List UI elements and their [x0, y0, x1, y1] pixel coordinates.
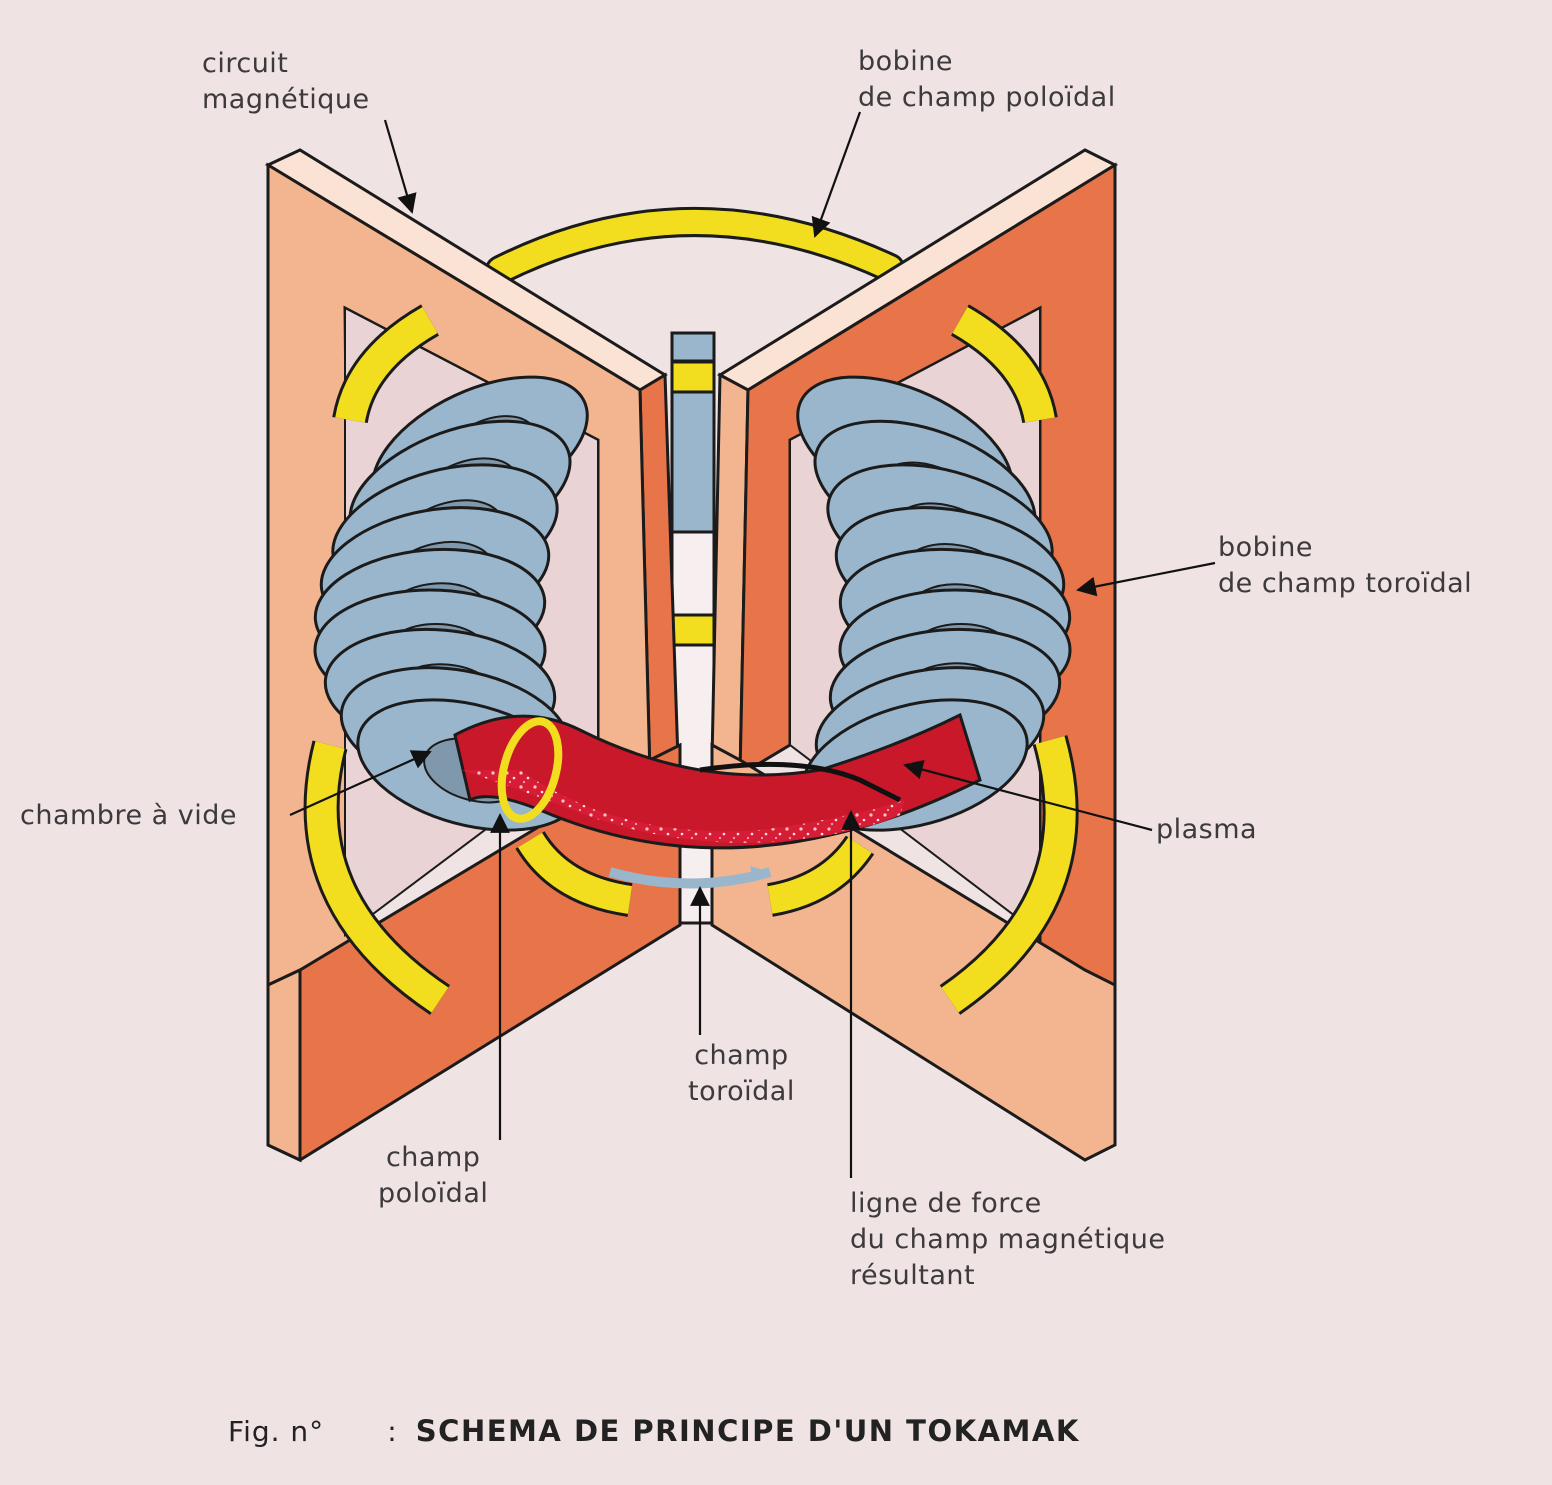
label-plasma: plasma	[1156, 814, 1258, 845]
label-bobine-champ-poloidal: bobine de champ poloïdal	[858, 46, 1116, 113]
label-bobine-champ-toroidal: bobine de champ toroïdal	[1218, 532, 1473, 599]
figure-title: SCHEMA DE PRINCIPE D'UN TOKAMAK	[415, 1414, 1080, 1448]
leader-lines	[289, 111, 1216, 1178]
figure-number: Fig. n°	[228, 1415, 325, 1448]
label-circuit-magnetique: circuit magnétique	[202, 48, 370, 115]
label-champ-poloidal: champ poloïdal	[378, 1142, 489, 1209]
label-ligne-de-force: ligne de force du champ magnétique résul…	[850, 1188, 1166, 1291]
label-chambre-a-vide: chambre à vide	[20, 800, 238, 831]
toroidal-coils-right	[796, 375, 1072, 832]
caption-separator: :	[387, 1415, 397, 1448]
figure-caption: Fig. n° : SCHEMA DE PRINCIPE D'UN TOKAMA…	[228, 1414, 1080, 1448]
toroidal-field-arrow	[608, 866, 772, 889]
label-champ-toroidal: champ toroïdal	[688, 1040, 795, 1107]
poloidal-coil-top	[485, 207, 905, 285]
